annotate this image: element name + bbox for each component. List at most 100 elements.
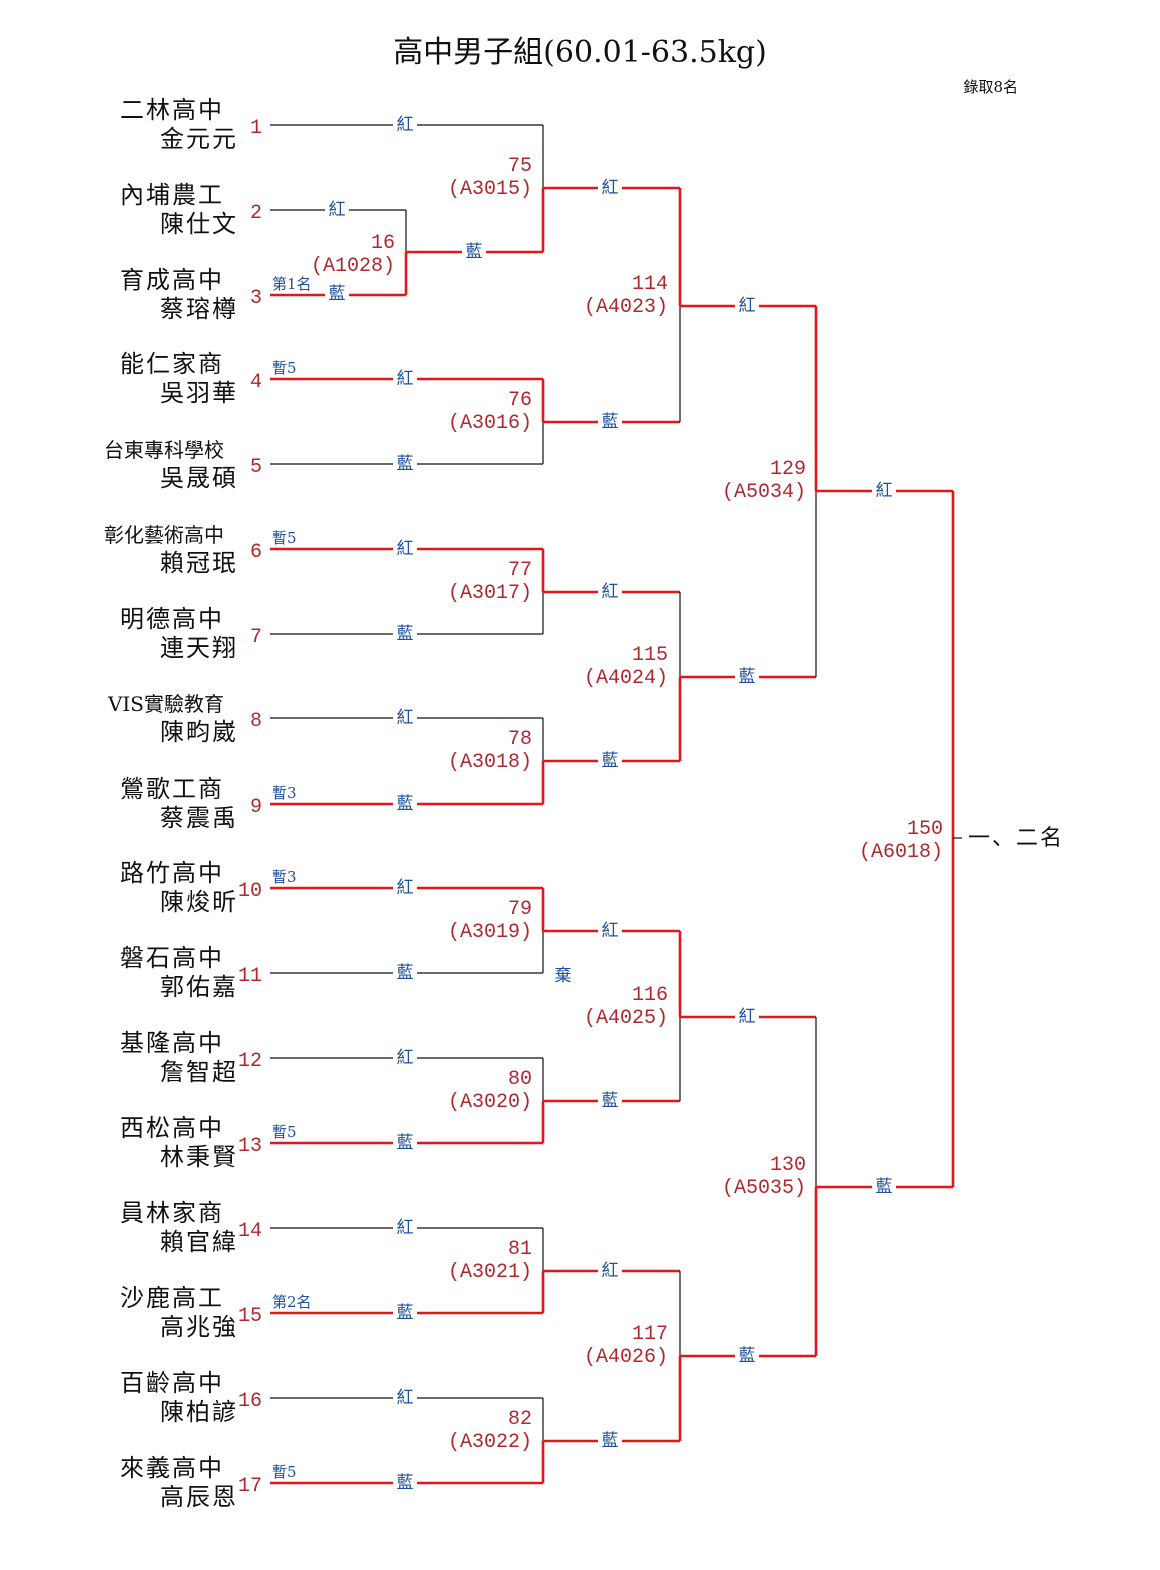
placement-badge: 暫3	[272, 868, 297, 886]
match-number: 75	[508, 155, 532, 178]
corner-label-bg	[393, 706, 417, 728]
corner-label-red: 紅	[397, 708, 414, 728]
entrant-school: 內埔農工	[120, 181, 224, 209]
seed-number: 12	[238, 1050, 262, 1073]
entrant-name: 郭佑嘉	[160, 973, 238, 1001]
corner-label-blue: 藍	[397, 1133, 414, 1153]
corner-label-bg	[598, 1259, 622, 1281]
corner-label-blue: 藍	[466, 242, 483, 262]
corner-label-blue: 藍	[397, 794, 414, 814]
corner-label-blue: 藍	[397, 963, 414, 983]
seed-number: 16	[238, 1390, 262, 1413]
corner-label-bg	[393, 961, 417, 983]
entrant-school: 員林家商	[120, 1199, 224, 1227]
match-code: (A3015)	[448, 178, 532, 201]
corner-label-bg	[393, 1046, 417, 1068]
match-code: (A3022)	[448, 1431, 532, 1454]
corner-label-bg	[598, 749, 622, 771]
entrant-name: 高兆強	[160, 1313, 238, 1341]
entrant-school: 來義高中	[120, 1454, 224, 1482]
corner-label-red: 紅	[397, 1218, 414, 1238]
match-number: 116	[632, 984, 668, 1007]
corner-label-bg	[393, 113, 417, 135]
corner-label-bg	[393, 792, 417, 814]
entrant-name: 賴官緯	[160, 1228, 238, 1256]
match-code: (A1028)	[311, 255, 395, 278]
corner-label-red: 紅	[397, 539, 414, 559]
match-code: (A5034)	[722, 481, 806, 504]
corner-label-blue: 藍	[397, 624, 414, 644]
entrant-school: 二林高中	[120, 96, 224, 124]
corner-label-bg	[598, 580, 622, 602]
entrant-name: 蔡瑢樽	[160, 295, 238, 323]
bracket-labels: 紅藍16(A1028)紅藍75(A3015)紅藍76(A3016)紅藍77(A3…	[311, 113, 943, 1493]
corner-label-bg	[325, 282, 349, 304]
entrant-school: 百齡高中	[120, 1369, 224, 1397]
entrant-school: 沙鹿高工	[120, 1284, 224, 1312]
entrant-name: 林秉賢	[160, 1143, 238, 1171]
match-number: 77	[508, 559, 532, 582]
corner-label-red: 紅	[397, 1048, 414, 1068]
final-placement-label: 一、二名	[968, 826, 1064, 851]
match-number: 16	[371, 232, 395, 255]
corner-label-blue: 藍	[602, 412, 619, 432]
corner-label-bg	[393, 622, 417, 644]
match-code: (A3021)	[448, 1261, 532, 1284]
match-number: 150	[907, 818, 943, 841]
placement-badge: 第1名	[272, 275, 312, 293]
placement-badge: 暫5	[272, 529, 297, 547]
seed-number: 13	[238, 1135, 262, 1158]
corner-label-red: 紅	[739, 1007, 756, 1027]
entrant-name: 金元元	[160, 125, 238, 153]
seed-number: 14	[238, 1220, 262, 1243]
seed-number: 9	[250, 796, 262, 819]
seed-number: 17	[238, 1475, 262, 1498]
seed-number: 8	[250, 710, 262, 733]
forfeit-note: 棄	[555, 966, 572, 986]
placement-badge: 暫5	[272, 359, 297, 377]
seed-number: 3	[250, 287, 262, 310]
corner-label-bg	[735, 294, 759, 316]
entrant-name: 陳畇崴	[160, 718, 238, 746]
placement-note: 錄取8名	[963, 78, 1018, 96]
corner-label-blue: 藍	[602, 1431, 619, 1451]
match-code: (A3019)	[448, 921, 532, 944]
corner-label-bg	[393, 1131, 417, 1153]
match-number: 117	[632, 1323, 668, 1346]
entrant-school: 能仁家商	[120, 350, 224, 378]
seed-number: 11	[238, 965, 262, 988]
entrant-name: 陳仕文	[160, 210, 238, 238]
corner-label-red: 紅	[876, 481, 893, 501]
match-code: (A3016)	[448, 412, 532, 435]
entrant-school: 育成高中	[120, 266, 224, 294]
match-number: 80	[508, 1068, 532, 1091]
corner-label-bg	[598, 410, 622, 432]
corner-label-bg	[393, 1216, 417, 1238]
match-number: 81	[508, 1238, 532, 1261]
corner-label-bg	[735, 1005, 759, 1027]
entrant-school: 磐石高中	[120, 944, 224, 972]
entrant-name: 吳羽華	[160, 379, 238, 407]
entrant-name: 賴冠珉	[160, 549, 238, 577]
match-number: 78	[508, 728, 532, 751]
corner-label-blue: 藍	[876, 1177, 893, 1197]
corner-label-bg	[325, 198, 349, 220]
match-code: (A3020)	[448, 1091, 532, 1114]
corner-label-bg	[393, 1301, 417, 1323]
corner-label-red: 紅	[397, 878, 414, 898]
seed-number: 1	[250, 117, 262, 140]
entrant-school: 台東專科學校	[104, 438, 224, 462]
match-number: 115	[632, 644, 668, 667]
entrant-name: 陳焌昕	[160, 888, 238, 916]
match-number: 79	[508, 898, 532, 921]
corner-label-red: 紅	[397, 1388, 414, 1408]
entrant-name: 蔡震禹	[160, 804, 238, 832]
match-number: 76	[508, 389, 532, 412]
corner-label-red: 紅	[397, 369, 414, 389]
corner-label-bg	[735, 1344, 759, 1366]
corner-label-blue: 藍	[739, 667, 756, 687]
match-number: 82	[508, 1408, 532, 1431]
seed-number: 4	[250, 371, 262, 394]
match-number: 114	[632, 273, 668, 296]
